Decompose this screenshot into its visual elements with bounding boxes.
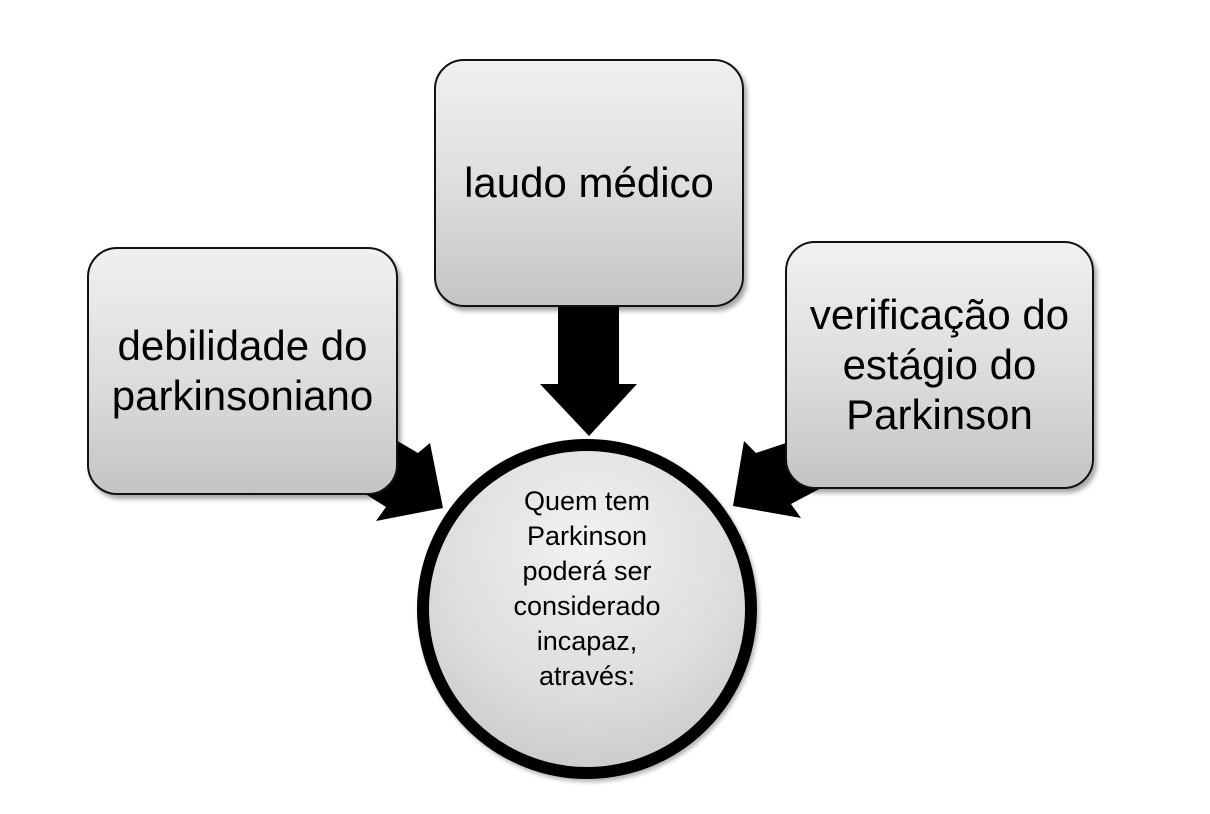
node-laudo-medico: laudo médico (434, 59, 744, 307)
node-label: laudo médico (464, 159, 714, 206)
center-node-label: Quem tem Parkinson poderá ser considerad… (513, 486, 661, 691)
center-node: Quem tem Parkinson poderá ser considerad… (417, 439, 757, 779)
node-debilidade: debilidade do parkinsoniano (87, 247, 398, 495)
node-label: verificação do estágio do Parkinson (809, 291, 1070, 438)
node-verificacao-estagio: verificação do estágio do Parkinson (785, 241, 1094, 489)
node-label: debilidade do parkinsoniano (111, 322, 374, 419)
arrow-top-to-center (540, 300, 637, 436)
